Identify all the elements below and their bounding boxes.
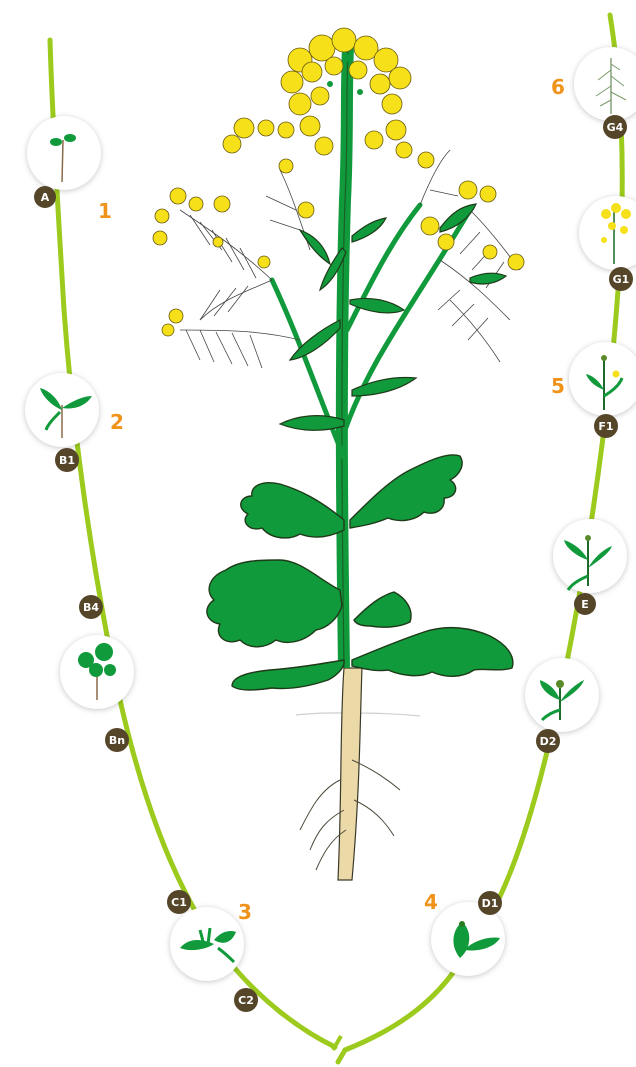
stage-f1-icon	[569, 342, 636, 416]
badge-g1: G1	[609, 267, 633, 291]
svg-text:C2: C2	[238, 994, 254, 1007]
badge-d1: D1	[478, 891, 502, 915]
stage-g4-icon	[574, 47, 636, 121]
svg-text:E: E	[581, 598, 589, 611]
badge-e: E	[574, 593, 596, 615]
badge-b1: B1	[55, 448, 79, 472]
svg-text:G1: G1	[613, 273, 630, 286]
stage-a-icon	[27, 116, 101, 190]
badge-bn: Bn	[105, 728, 129, 752]
stage-b1-icon	[25, 373, 99, 447]
svg-text:F1: F1	[598, 420, 613, 433]
stage-g1-icon	[579, 196, 636, 270]
stage-d2-icon	[525, 658, 599, 732]
badge-g4: G4	[603, 115, 627, 139]
badge-a: A	[34, 186, 56, 208]
phase-number-1: 1	[98, 199, 112, 223]
phase-number-5: 5	[551, 374, 565, 398]
badge-b4: B4	[79, 595, 103, 619]
badge-c2: C2	[234, 988, 258, 1012]
stage-e-icon	[553, 519, 627, 593]
svg-text:C1: C1	[171, 896, 187, 909]
svg-text:A: A	[41, 191, 50, 204]
phase-number-2: 2	[110, 410, 124, 434]
svg-text:D2: D2	[540, 735, 557, 748]
badge-c1: C1	[167, 890, 191, 914]
phase-number-4: 4	[424, 890, 438, 914]
svg-text:B1: B1	[59, 454, 75, 467]
stage-c-icon	[170, 907, 244, 981]
svg-text:Bn: Bn	[109, 734, 125, 747]
cycle-line	[50, 15, 622, 1062]
phase-number-6: 6	[551, 75, 565, 99]
svg-text:B4: B4	[83, 601, 99, 614]
badge-f1: F1	[594, 414, 618, 438]
svg-text:D1: D1	[482, 897, 499, 910]
rapeseed-plant-illustration	[153, 28, 524, 880]
svg-text:G4: G4	[607, 121, 624, 134]
badge-d2: D2	[536, 729, 560, 753]
stage-b4-icon	[60, 635, 134, 709]
phase-number-3: 3	[238, 900, 252, 924]
